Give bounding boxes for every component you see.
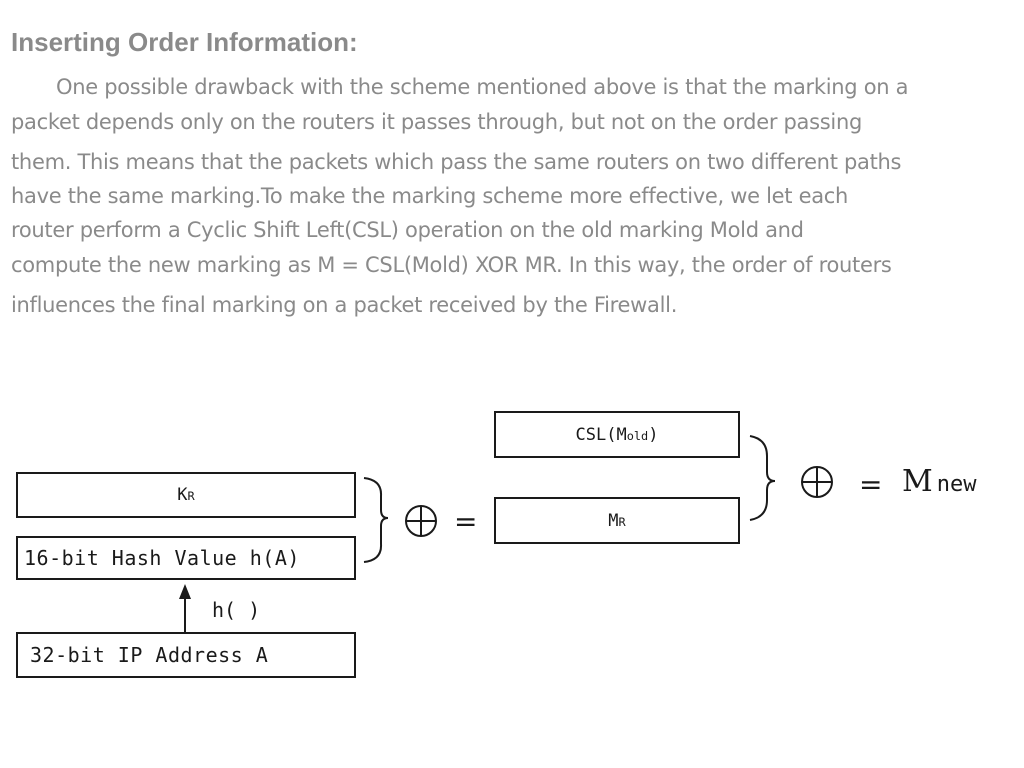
paragraph-line: packet depends only on the routers it pa… bbox=[11, 110, 862, 134]
left-brace bbox=[363, 477, 389, 563]
paragraph-line: have the same marking.To make the markin… bbox=[11, 184, 849, 208]
paragraph-line: One possible drawback with the scheme me… bbox=[56, 75, 909, 99]
arrow-up-icon bbox=[179, 584, 191, 632]
hash-value-box: 16-bit Hash Value h(A) bbox=[16, 536, 356, 580]
mr-label: MR bbox=[608, 510, 626, 531]
kr-label: KR bbox=[177, 485, 195, 505]
xor-icon bbox=[405, 505, 437, 537]
paragraph-line: router perform a Cyclic Shift Left(CSL) … bbox=[11, 218, 804, 242]
page-title: Inserting Order Information: bbox=[11, 27, 358, 57]
xor-icon bbox=[801, 466, 833, 498]
paragraph-line: influences the final marking on a packet… bbox=[11, 293, 678, 317]
mr-box: MR bbox=[494, 497, 740, 544]
ip-address-label: 32-bit IP Address A bbox=[30, 643, 269, 667]
paragraph-line: them. This means that the packets which … bbox=[11, 150, 902, 174]
csl-box: CSL(Mold) bbox=[494, 411, 740, 458]
ip-address-box: 32-bit IP Address A bbox=[16, 632, 356, 678]
equals-sign: = bbox=[454, 505, 478, 538]
csl-label: CSL(Mold) bbox=[575, 424, 659, 445]
paragraph-line: compute the new marking as M = CSL(Mold)… bbox=[11, 253, 892, 277]
hash-value-label: 16-bit Hash Value h(A) bbox=[24, 546, 300, 570]
right-brace bbox=[749, 435, 776, 521]
equals-sign: = bbox=[859, 468, 883, 501]
kr-box: KR bbox=[16, 472, 356, 518]
hash-function-label: h( ) bbox=[212, 598, 261, 622]
